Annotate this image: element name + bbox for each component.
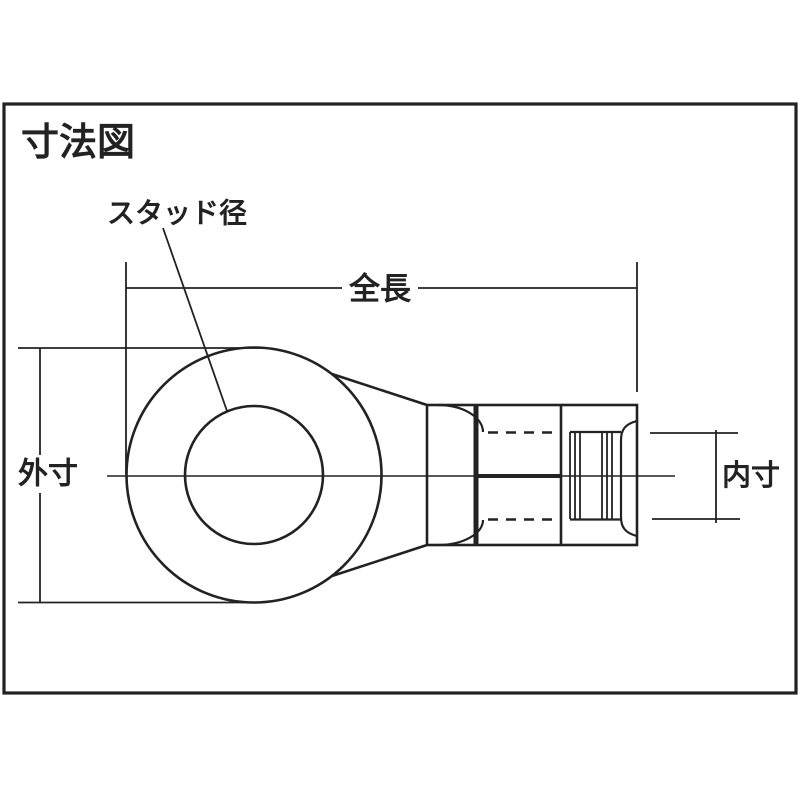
outer-dimension-label: 外寸	[18, 458, 78, 491]
barrel-fillet-top	[437, 403, 485, 433]
stud-diameter-leader-line	[162, 227, 228, 412]
ring-outer-circle	[125, 346, 383, 604]
drawing-border	[2, 102, 798, 695]
total-length-label: 全長	[348, 272, 412, 307]
total-length-label-bg	[342, 271, 418, 305]
inner-dimension-label: 内寸	[722, 459, 780, 492]
outer-dim-label-bg	[14, 455, 83, 493]
barrel-outline	[425, 403, 639, 547]
barrel-fillet-bottom	[437, 519, 485, 547]
ring-terminal-body	[125, 346, 639, 604]
wire-strand-lines	[569, 432, 613, 519]
neck-top-line	[331, 372, 428, 407]
neck-bottom-line	[331, 543, 428, 578]
drawing-title: 寸法図	[21, 122, 135, 164]
bell-mouth-flare	[619, 419, 638, 538]
stud-diameter-label: スタッド径	[107, 198, 247, 229]
stud-hole-circle	[183, 404, 325, 546]
